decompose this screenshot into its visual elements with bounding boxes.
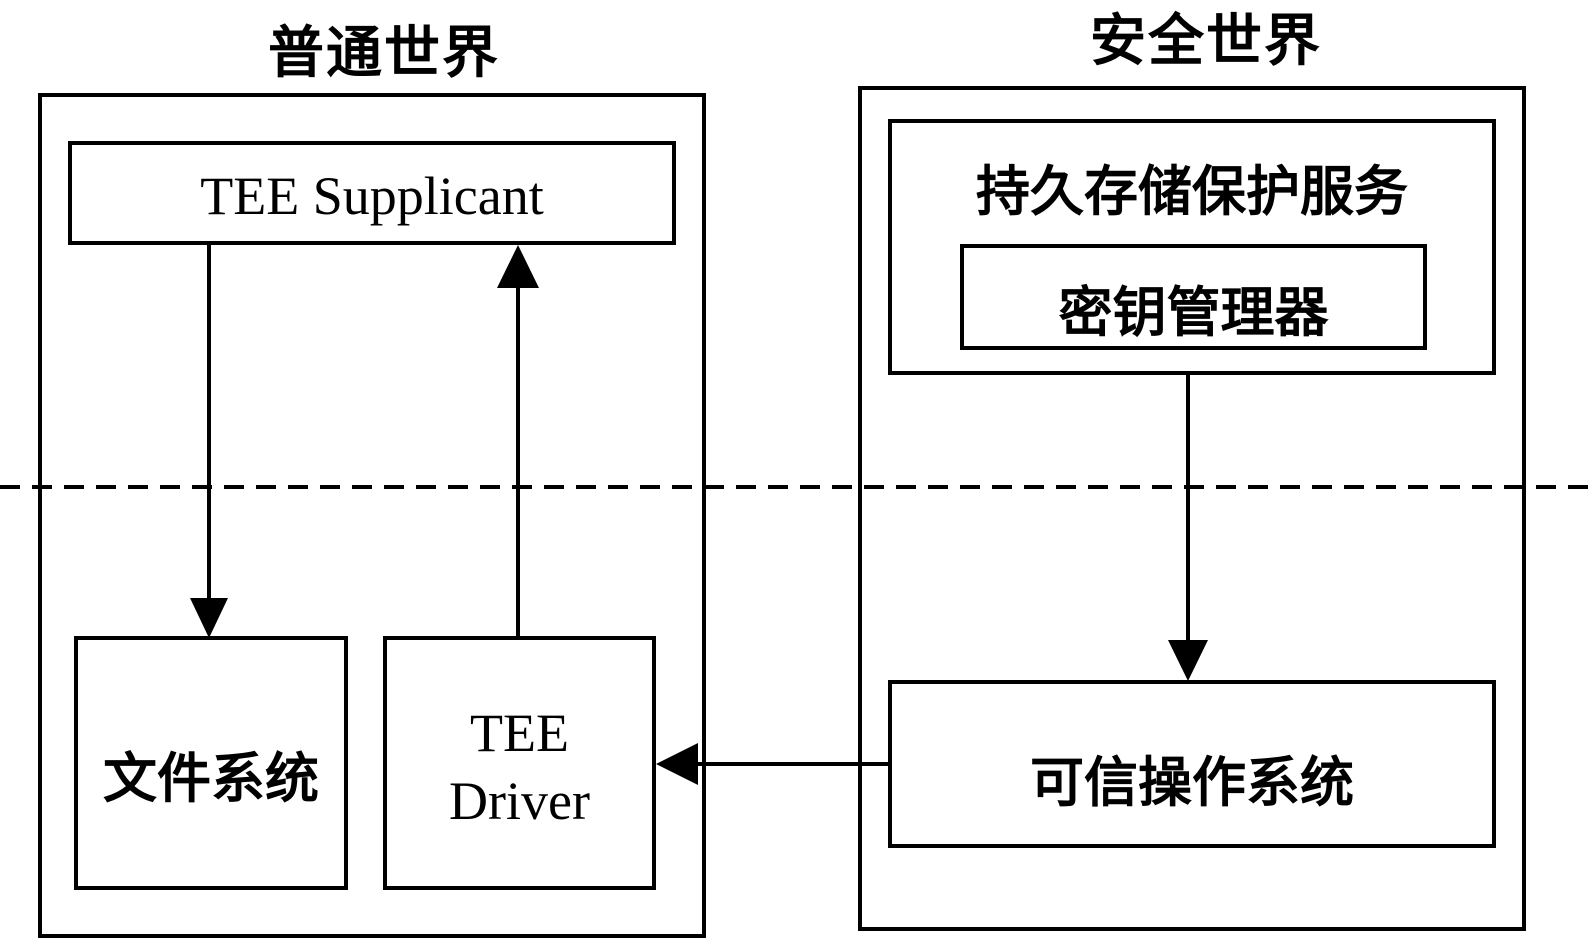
secure-world-title: 安全世界 xyxy=(1090,9,1322,74)
tee-driver-box: TEE Driver xyxy=(383,636,656,890)
tee-supplicant-box: TEE Supplicant xyxy=(68,141,676,245)
normal-world-container xyxy=(38,93,706,938)
storage-service-label: 持久存储保护服务 xyxy=(976,160,1408,223)
tee-driver-label-line2: Driver xyxy=(449,771,590,831)
storage-service-box: 持久存储保护服务 xyxy=(888,119,1496,375)
key-manager-box: 密钥管理器 xyxy=(960,244,1427,350)
filesystem-label: 文件系统 xyxy=(103,747,319,810)
secure-world-container xyxy=(858,86,1526,931)
trusted-os-label: 可信操作系统 xyxy=(1030,751,1354,814)
filesystem-box: 文件系统 xyxy=(74,636,348,890)
trusted-os-box: 可信操作系统 xyxy=(888,680,1496,848)
tee-driver-label-line1: TEE xyxy=(470,703,569,763)
tee-supplicant-label: TEE Supplicant xyxy=(200,166,544,226)
key-manager-label: 密钥管理器 xyxy=(1058,281,1329,344)
normal-world-title: 普通世界 xyxy=(268,21,500,86)
